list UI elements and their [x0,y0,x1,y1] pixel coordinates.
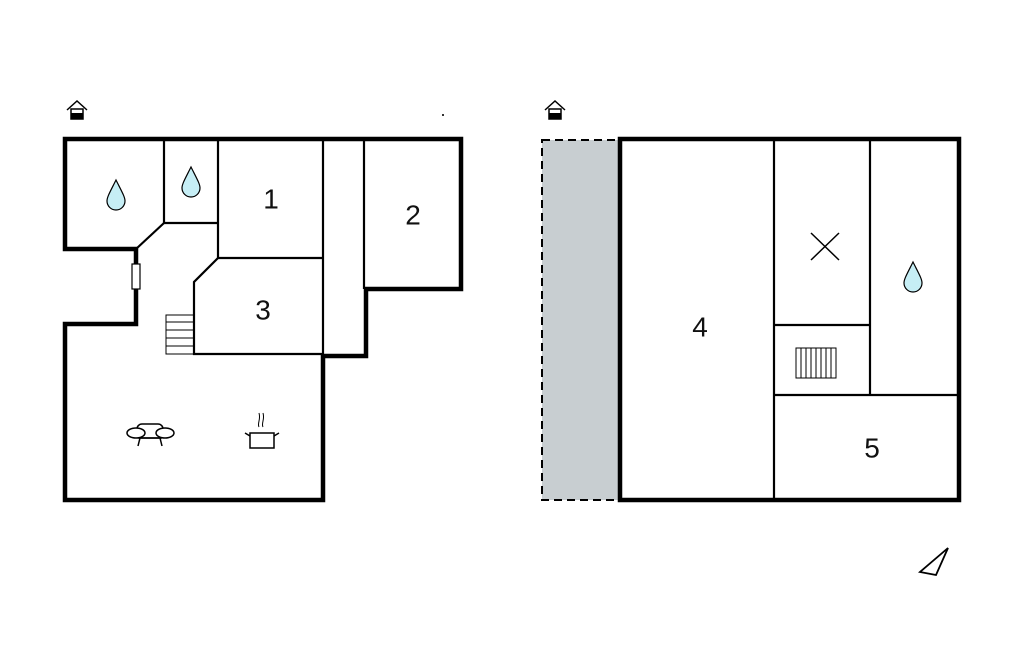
outer-walls [617,136,962,503]
stairs-icon [795,347,837,379]
room-label: 4 [692,311,708,342]
ground-floor-plan [62,136,464,503]
entrance-icon [544,99,566,120]
water-drop-icon [181,165,201,198]
compass-icon [917,547,949,577]
sofa-icon [126,423,175,447]
window-icon [131,263,141,290]
room-label: 2 [405,199,421,230]
room-label: 3 [255,294,271,325]
dot-mark [442,114,444,116]
cross-icon [810,232,840,261]
entrance-icon [66,99,88,120]
room-label: 5 [864,432,880,463]
inner-walls [772,139,959,500]
cooking-pot-icon [244,412,280,449]
terrace-area [541,139,620,501]
stairs-icon [165,314,195,355]
water-drop-icon [903,260,923,293]
upper-floor-plan [617,136,962,577]
room-label: 1 [263,183,279,214]
water-drop-icon [106,178,126,211]
